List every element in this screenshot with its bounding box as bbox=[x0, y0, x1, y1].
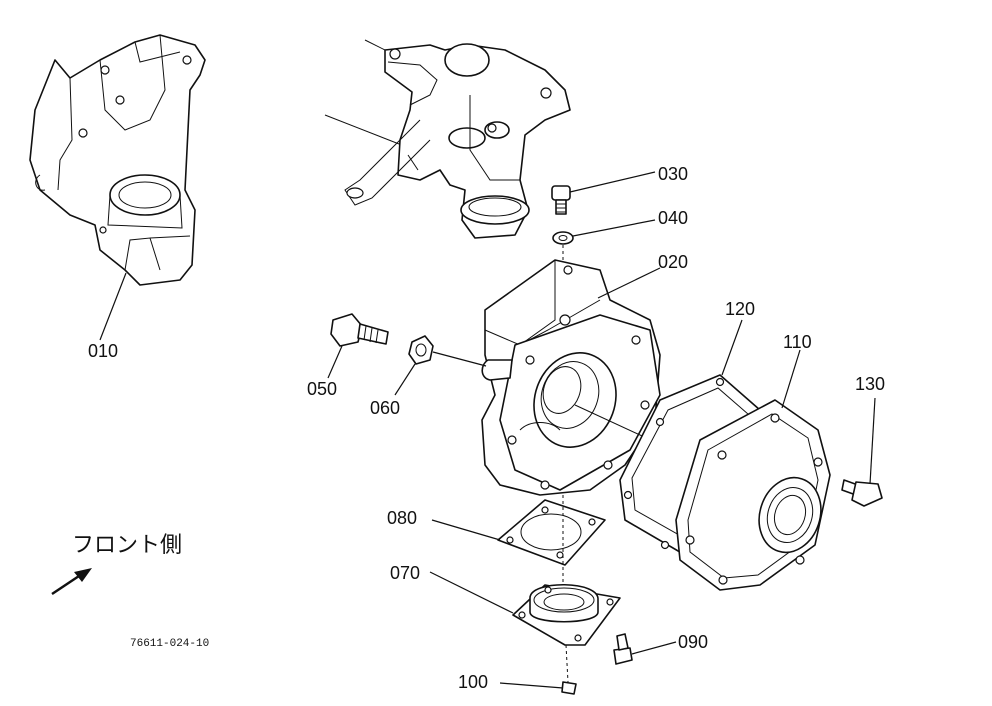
callout-110: 110 bbox=[783, 332, 812, 352]
leader-060 bbox=[394, 363, 416, 396]
bolt-050-drawing bbox=[330, 313, 389, 347]
bolt-030-drawing bbox=[551, 185, 571, 215]
leader-020 bbox=[597, 267, 661, 299]
leader-080 bbox=[431, 519, 501, 541]
callout-130: 130 bbox=[855, 374, 885, 394]
knuckle-housing-drawing bbox=[29, 34, 206, 286]
callout-060: 060 bbox=[370, 398, 400, 418]
leader-130 bbox=[869, 397, 876, 485]
flange-070-drawing bbox=[512, 583, 621, 646]
washer-040-drawing bbox=[552, 231, 574, 245]
front-side-label: フロント側 bbox=[72, 533, 182, 558]
callout-120: 120 bbox=[725, 299, 755, 319]
leader-110 bbox=[781, 349, 801, 409]
gear-case-020-drawing bbox=[481, 259, 661, 496]
leader-100 bbox=[499, 682, 564, 689]
leader-030 bbox=[569, 171, 656, 193]
screw-100-drawing bbox=[561, 681, 577, 695]
callout-100: 100 bbox=[458, 672, 488, 692]
callout-010: 010 bbox=[88, 341, 118, 361]
drawing-code: 76611-024-10 bbox=[130, 638, 209, 650]
leader-090 bbox=[631, 641, 677, 655]
nut-060-drawing bbox=[408, 335, 434, 365]
leader-010 bbox=[99, 272, 127, 341]
callout-040: 040 bbox=[658, 208, 688, 228]
cover-110-drawing bbox=[675, 399, 831, 591]
leader-060-axis bbox=[432, 351, 487, 367]
gasket-080-drawing bbox=[497, 499, 606, 566]
leader-050 bbox=[327, 345, 343, 379]
callout-080: 080 bbox=[387, 508, 417, 528]
callout-090: 090 bbox=[678, 632, 708, 652]
callout-030: 030 bbox=[658, 164, 688, 184]
assembly-axis-100 bbox=[565, 644, 569, 683]
front-direction-arrow-icon bbox=[51, 568, 92, 596]
leader-040 bbox=[572, 219, 656, 237]
bolt-130-drawing bbox=[841, 479, 883, 507]
screw-090-drawing bbox=[613, 633, 633, 665]
leader-070 bbox=[429, 571, 514, 614]
callout-020: 020 bbox=[658, 252, 688, 272]
leader-120 bbox=[721, 319, 743, 376]
callout-050: 050 bbox=[307, 379, 337, 399]
steering-arm-assembly-drawing bbox=[324, 39, 571, 239]
callout-070: 070 bbox=[390, 563, 420, 583]
